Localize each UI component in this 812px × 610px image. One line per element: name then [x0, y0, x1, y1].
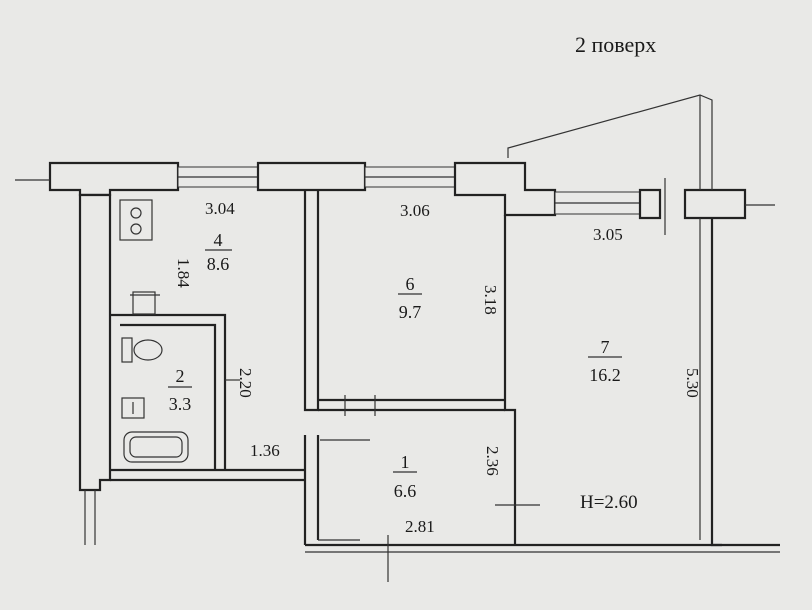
- dim-room1-depth: 2.36: [483, 446, 502, 476]
- top-wall-mid: [256, 161, 367, 192]
- right-wall: [710, 218, 722, 547]
- room-6-number: 6: [406, 274, 415, 294]
- dim-room7-width: 3.05: [593, 225, 623, 244]
- kitchen-sink-box: [132, 291, 156, 315]
- partition-kitchen-room6: [303, 190, 320, 412]
- dim-corridor-width: 1.36: [250, 441, 280, 460]
- ceiling-height: H=2.60: [580, 492, 638, 513]
- dim-room6-depth: 3.18: [481, 285, 500, 315]
- room-1-area: 6.6: [394, 481, 417, 501]
- dim-kitchen-width: 3.04: [205, 199, 235, 218]
- room-7-area: 16.2: [589, 365, 621, 385]
- partition-room6-room7: [503, 215, 517, 545]
- stove-icon: [119, 199, 153, 241]
- floor-label: 2 поверх: [575, 32, 656, 57]
- dim-room1-width: 2.81: [405, 517, 435, 536]
- room-4-number: 4: [214, 230, 223, 250]
- room-2-area: 3.3: [169, 394, 192, 414]
- room-6-area: 9.7: [399, 302, 422, 322]
- top-wall-left: [48, 161, 180, 197]
- room-2-number: 2: [176, 366, 185, 386]
- balcony-outline: [507, 94, 713, 190]
- room-1-number: 1: [401, 452, 410, 472]
- partition-room1-left: [303, 435, 320, 545]
- partition-room6-bottom: [318, 398, 505, 412]
- top-wall-corner: [683, 188, 747, 220]
- sink-icon: [121, 397, 145, 419]
- dim-room7-depth: 5.30: [683, 368, 702, 398]
- dim-room6-width: 3.06: [400, 201, 430, 220]
- room-4-area: 8.6: [207, 254, 230, 274]
- left-wall: [78, 193, 112, 492]
- top-wall-right: [453, 161, 557, 217]
- partition-kitchen-bath: [110, 313, 227, 470]
- dim-bath-depth: 2.20: [236, 368, 255, 398]
- top-wall-balcony-door: [638, 188, 662, 220]
- dim-kitchen-depth: 1.84: [174, 258, 193, 288]
- toilet-icon: [121, 337, 163, 363]
- room-7-number: 7: [601, 337, 610, 357]
- bathtub-icon: [123, 431, 189, 463]
- corridor-bottom: [110, 468, 305, 482]
